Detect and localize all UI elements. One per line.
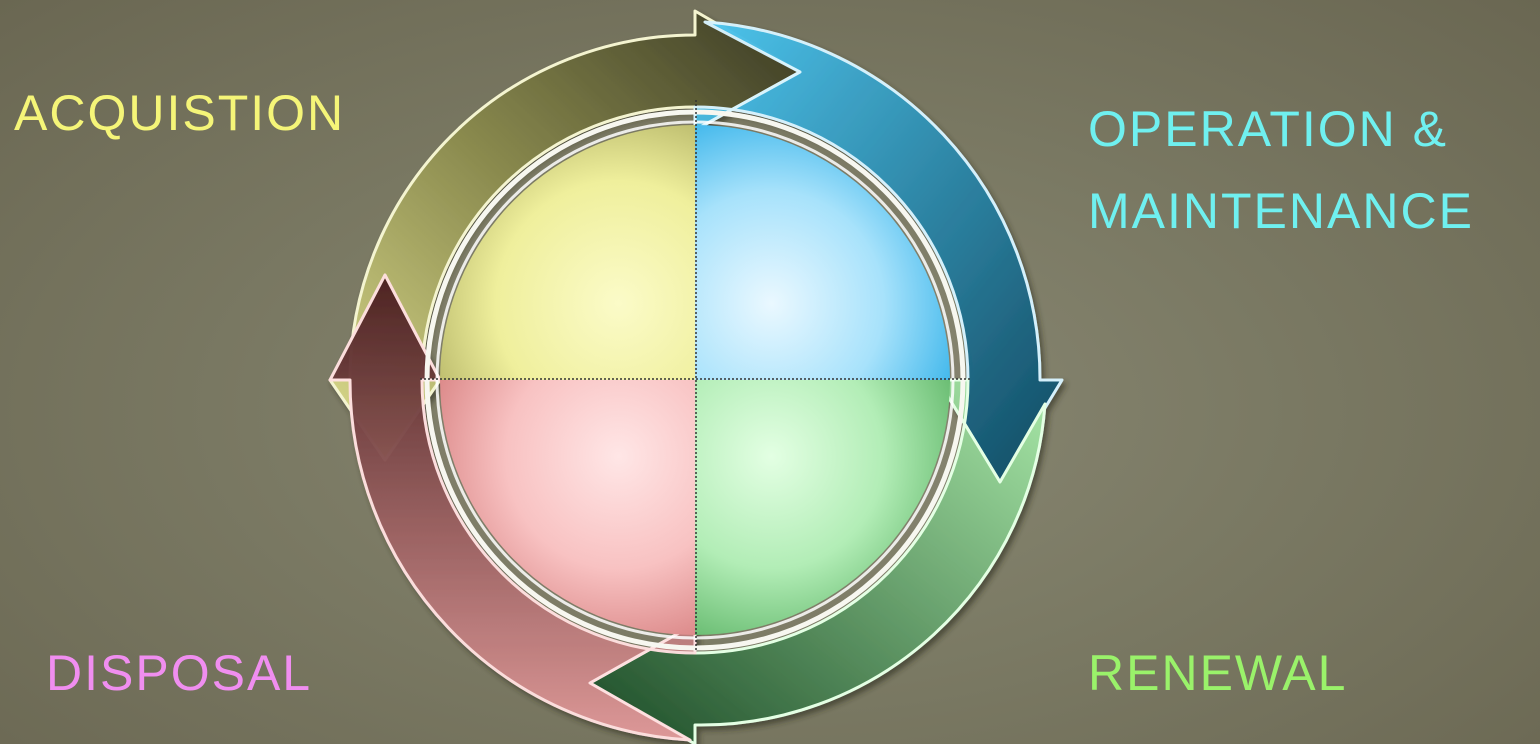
label-acquisition: ACQUISTION bbox=[14, 88, 345, 138]
label-operation-line1: OPERATION & bbox=[1088, 88, 1474, 170]
label-disposal: DISPOSAL bbox=[46, 648, 312, 698]
label-operation-line2: MAINTENANCE bbox=[1088, 170, 1474, 252]
label-renewal: RENEWAL bbox=[1088, 648, 1347, 698]
label-operation-maintenance: OPERATION & MAINTENANCE bbox=[1088, 88, 1474, 252]
